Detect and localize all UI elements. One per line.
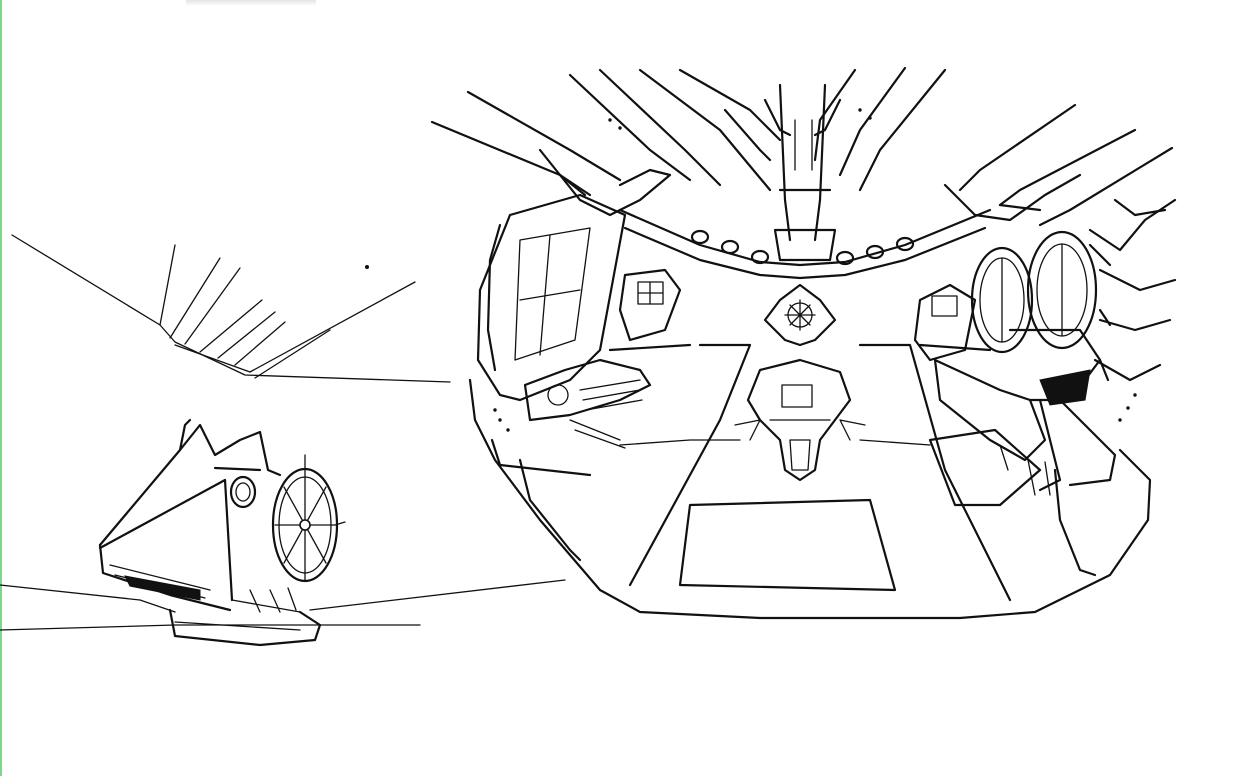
top-smudge xyxy=(186,0,316,6)
left-edge-strip xyxy=(0,0,2,776)
sketch-cockpit-interior xyxy=(432,68,1175,618)
sketch-helm-console xyxy=(0,420,565,645)
sketch-spikes xyxy=(12,235,450,382)
